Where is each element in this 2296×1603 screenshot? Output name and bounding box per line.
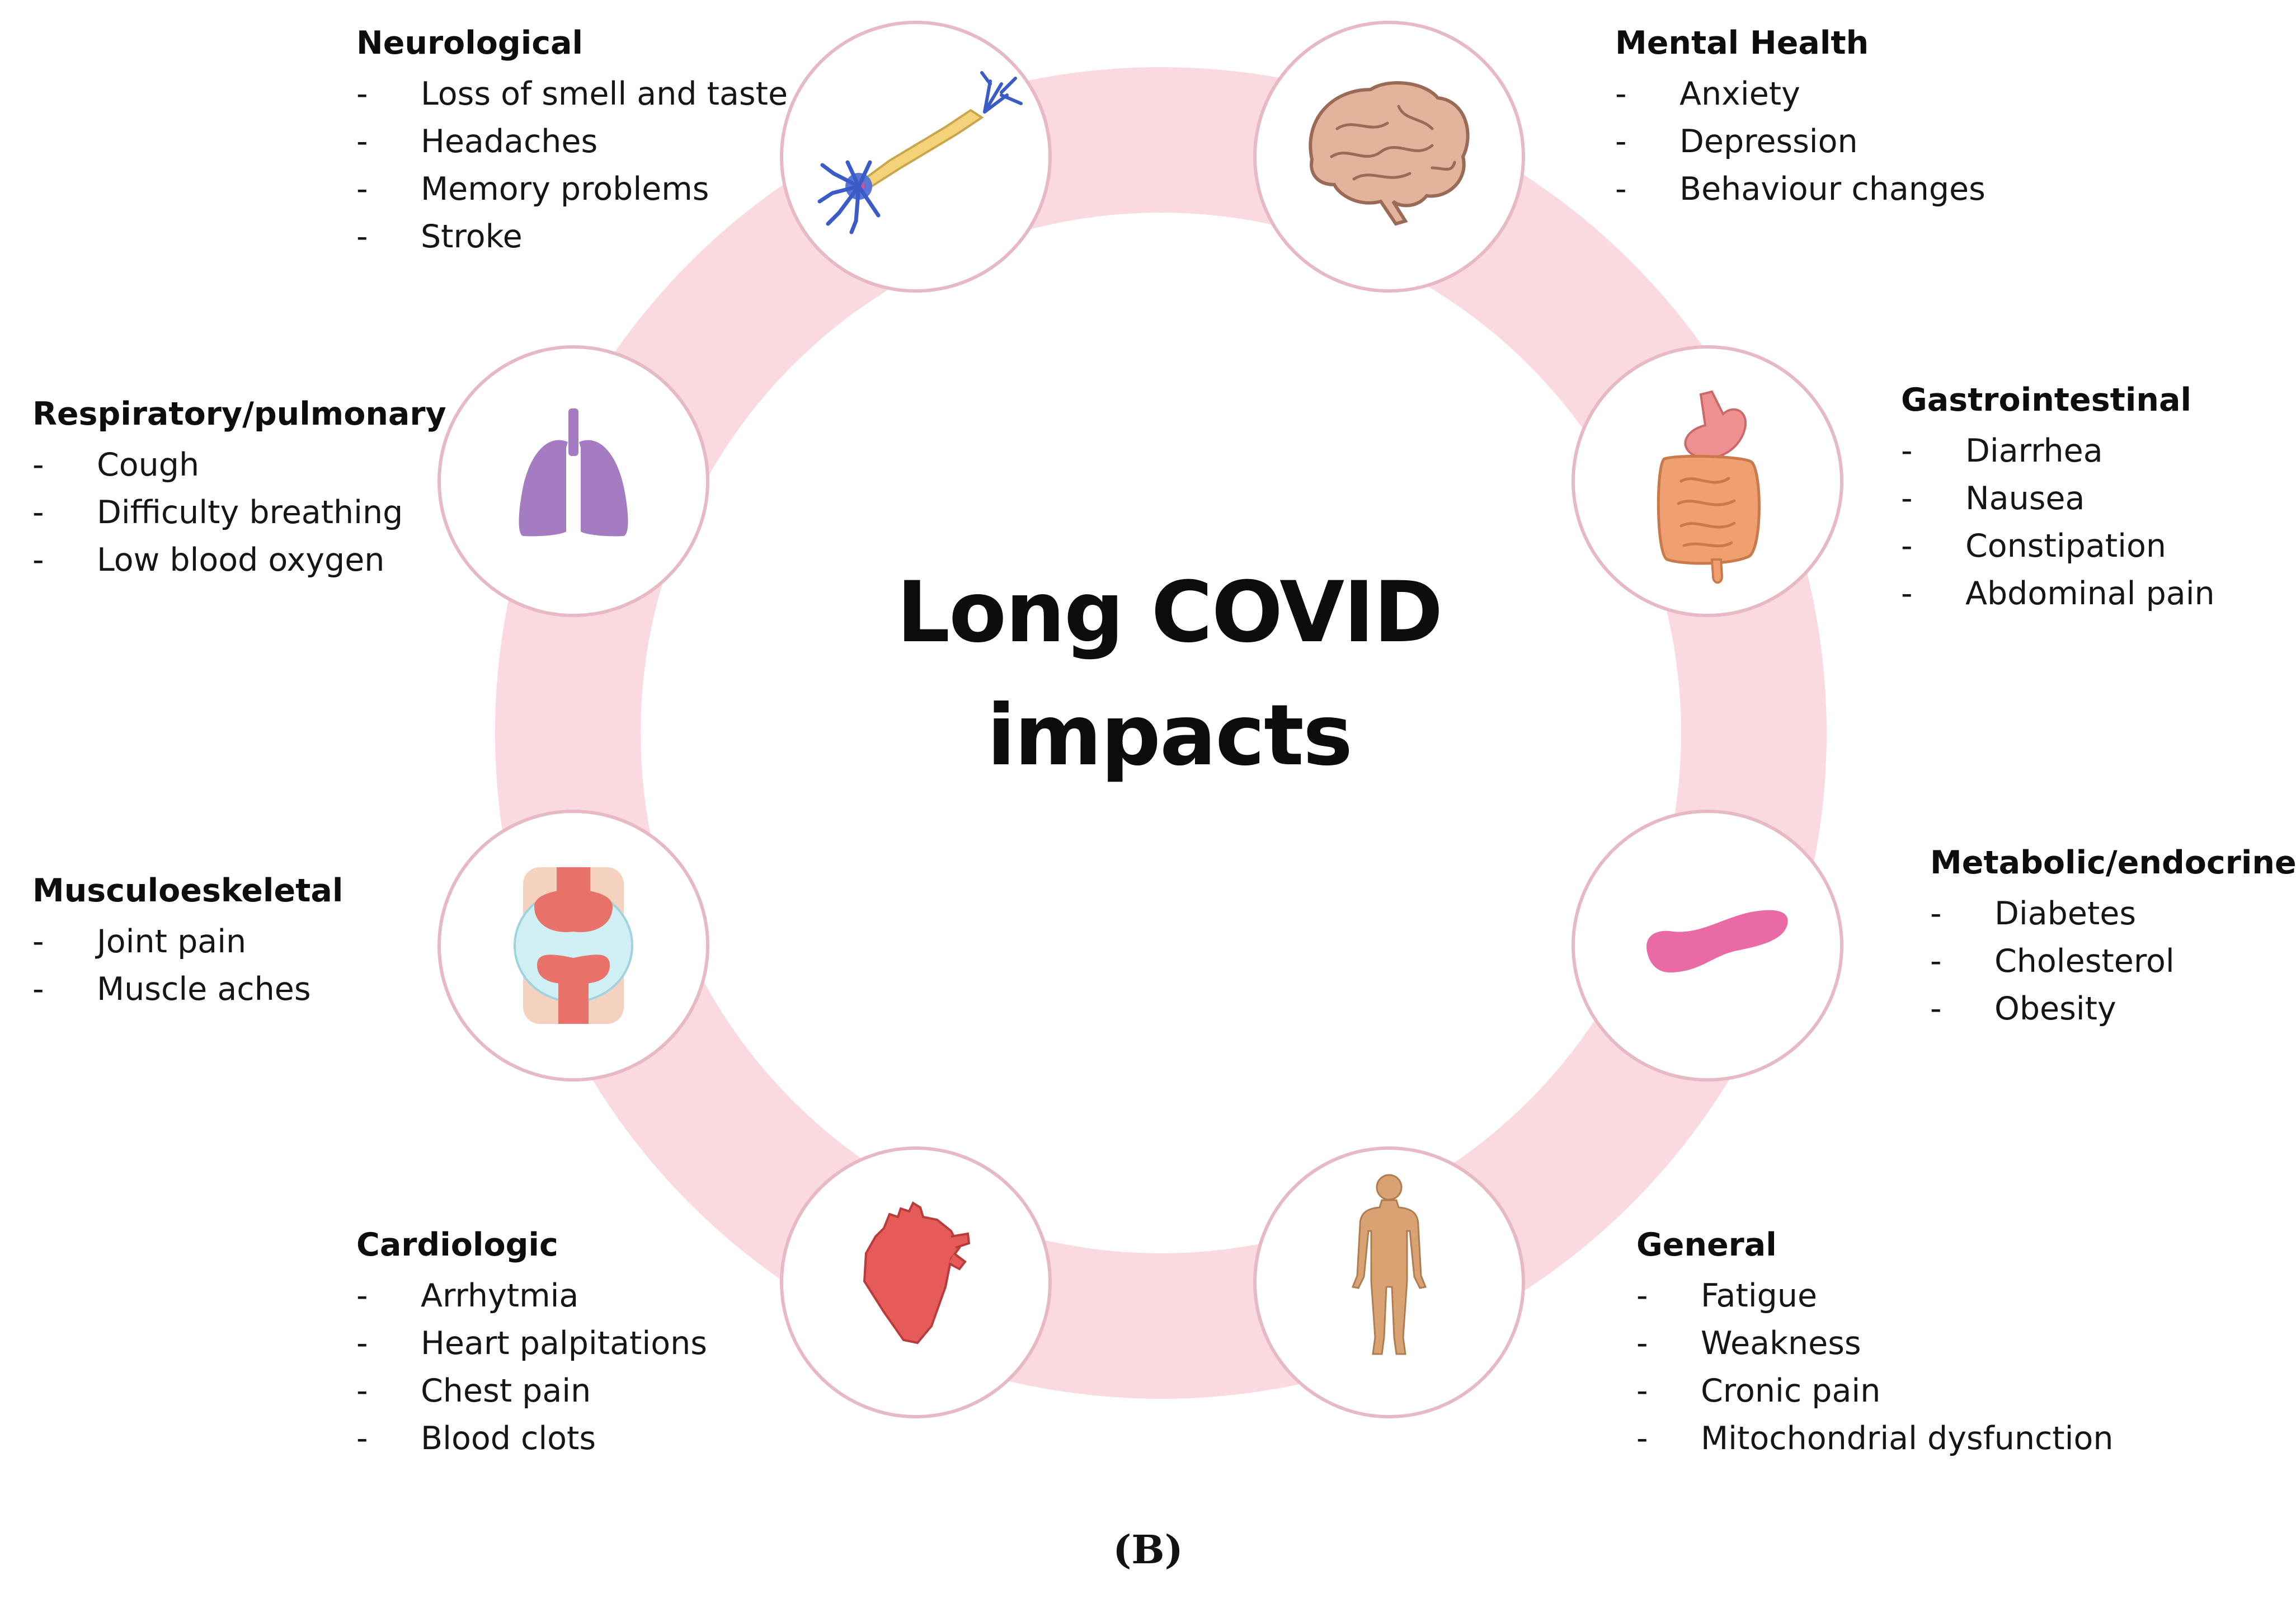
group-respiratory: Respiratory/pulmonary -Cough -Difficulty… [32,394,446,584]
list-item: -Diabetes [1930,895,2137,932]
group-title-general: General [1636,1226,1777,1263]
list-item: -Cough [32,446,200,483]
center-title-line2: impacts [986,687,1353,784]
group-title-mental-health: Mental Health [1615,25,1869,62]
symptom-list-gastrointestinal: -Diarrhea -Nausea -Constipation -Abdomin… [1901,427,2215,618]
group-title-musculoskeletal: Musculoeskeletal [32,872,344,909]
list-item: -Loss of smell and taste [356,76,788,112]
lungs-icon [519,408,628,537]
group-musculoskeletal: Musculoeskeletal -Joint pain -Muscle ach… [32,871,343,1013]
list-item: -Muscle aches [32,971,311,1008]
group-title-gastrointestinal: Gastrointestinal [1901,382,2192,419]
group-metabolic-endocrine: Metabolic/endocrine -Diabetes -Cholester… [1930,843,2296,1033]
list-item: -Abdominal pain [1901,575,2215,612]
list-item: -Constipation [1901,528,2166,565]
list-item: -Arrhytmia [356,1277,579,1314]
node-cardiologic [780,1146,1052,1418]
heart-icon [863,1201,971,1345]
list-item: -Low blood oxygen [32,542,385,579]
pancreas-icon [1646,910,1788,973]
node-respiratory [437,345,709,617]
center-title-line1: Long COVID [896,564,1443,661]
group-gastrointestinal: Gastrointestinal -Diarrhea -Nausea -Cons… [1901,380,2215,618]
digestive-system-icon [1657,390,1761,584]
node-gastrointestinal [1572,345,1843,617]
symptom-list-general: -Fatigue -Weakness -Cronic pain -Mitocho… [1636,1272,2114,1463]
list-item: -Obesity [1930,990,2116,1027]
symptom-list-cardiologic: -Arrhytmia -Heart palpitations -Chest pa… [356,1272,707,1463]
human-body-icon [1351,1174,1427,1355]
symptom-list-metabolic-endocrine: -Diabetes -Cholesterol -Obesity [1930,890,2296,1033]
list-item: -Blood clots [356,1420,596,1457]
list-item: -Cholesterol [1930,943,2175,980]
node-neurological [780,21,1052,293]
list-item: -Joint pain [32,923,247,960]
impact-ring [495,67,1827,1399]
group-title-respiratory: Respiratory/pulmonary [32,396,446,433]
group-title-cardiologic: Cardiologic [356,1226,558,1263]
list-item: -Difficulty breathing [32,494,403,531]
list-item: -Heart palpitations [356,1325,707,1362]
symptom-list-respiratory: -Cough -Difficulty breathing -Low blood … [32,441,446,584]
list-item: -Memory problems [356,171,709,208]
group-mental-health: Mental Health -Anxiety -Depression -Beha… [1615,23,1986,213]
group-neurological: Neurological -Loss of smell and taste -H… [356,23,788,261]
list-item: -Cronic pain [1636,1372,1881,1409]
list-item: -Diarrhea [1901,433,2103,469]
symptom-list-mental-health: -Anxiety -Depression -Behaviour changes [1615,70,1986,213]
neuron-icon [817,71,1023,234]
panel-label: (B) [1113,1526,1183,1573]
list-item: -Headaches [356,123,598,160]
list-item: -Fatigue [1636,1277,1818,1314]
center-title: Long COVID impacts [839,551,1499,797]
list-item: -Mitochondrial dysfunction [1636,1420,2114,1457]
brain-icon [1309,81,1470,226]
list-item: -Depression [1615,123,1858,160]
list-item: -Anxiety [1615,76,1800,112]
symptom-list-neurological: -Loss of smell and taste -Headaches -Mem… [356,70,788,261]
symptom-list-musculoskeletal: -Joint pain -Muscle aches [32,918,343,1013]
list-item: -Chest pain [356,1372,591,1409]
list-item: -Weakness [1636,1325,1861,1362]
list-item: -Behaviour changes [1615,171,1986,208]
knee-joint-icon [514,867,633,1024]
group-cardiologic: Cardiologic -Arrhytmia -Heart palpitatio… [356,1225,707,1463]
node-general [1253,1146,1525,1418]
group-general: General -Fatigue -Weakness -Cronic pain … [1636,1225,2114,1463]
node-musculoskeletal [437,810,709,1082]
group-title-neurological: Neurological [356,25,584,62]
node-mental-health [1253,21,1525,293]
list-item: -Nausea [1901,480,2085,517]
group-title-metabolic-endocrine: Metabolic/endocrine [1930,844,2296,881]
list-item: -Stroke [356,218,523,255]
node-metabolic-endocrine [1572,810,1843,1082]
